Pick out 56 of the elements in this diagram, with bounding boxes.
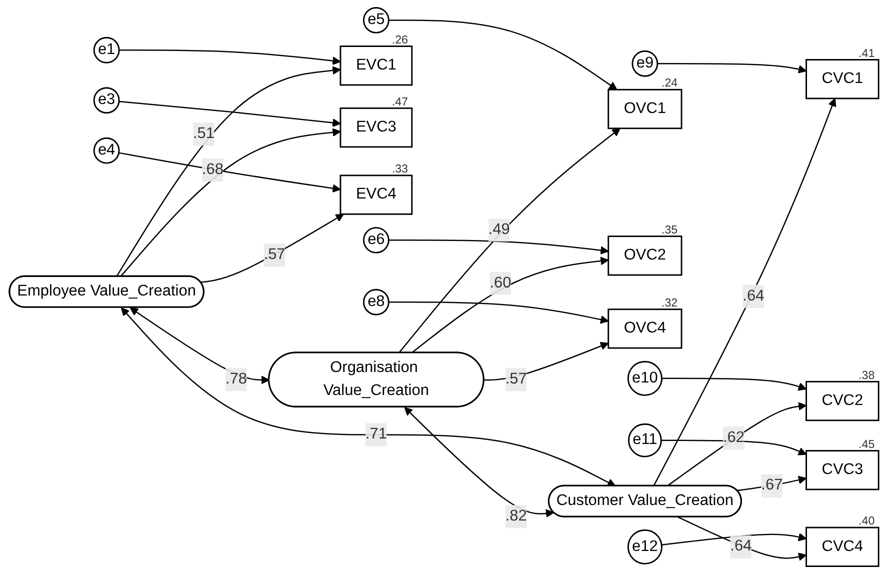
arrow xyxy=(662,532,807,546)
arrow xyxy=(120,307,616,486)
arrow xyxy=(666,402,807,487)
value-label: .33 xyxy=(392,162,408,176)
arrow xyxy=(484,342,609,381)
arrow xyxy=(388,240,609,255)
indicator-box: OVC4 xyxy=(608,308,682,349)
error-term-circle: e1 xyxy=(93,36,120,64)
error-term-circle: e6 xyxy=(362,226,390,254)
value-label: .24 xyxy=(662,76,678,90)
value-label: .26 xyxy=(392,33,408,46)
error-term-circle: e9 xyxy=(632,50,658,77)
indicator-box: EVC3 xyxy=(340,107,413,148)
indicator-box: CVC1 xyxy=(806,59,880,100)
indicator-box: EVC4 xyxy=(340,174,413,215)
indicator-box: CVC3 xyxy=(806,450,880,490)
arrow xyxy=(388,20,618,90)
arrow xyxy=(662,378,807,391)
arrow xyxy=(120,128,341,277)
error-term-circle: e12 xyxy=(627,529,662,564)
arrow xyxy=(130,307,270,384)
latent-variable-ellipse: Employee Value_Creation xyxy=(8,275,204,308)
error-term-circle: e3 xyxy=(93,87,120,114)
error-term-circle: e10 xyxy=(627,360,662,396)
arrow xyxy=(119,50,341,66)
arrow xyxy=(388,301,609,324)
value-label: .32 xyxy=(662,296,678,310)
error-term-circle: e11 xyxy=(628,423,662,458)
indicator-box: CVC4 xyxy=(806,526,880,567)
value-label: .47 xyxy=(392,95,408,108)
arrow xyxy=(116,66,341,277)
indicator-box: EVC1 xyxy=(340,46,413,86)
arrow xyxy=(661,440,807,456)
error-term-circle: e5 xyxy=(362,7,390,34)
arrow xyxy=(118,100,341,127)
arrow xyxy=(736,476,807,492)
value-label: .40 xyxy=(858,514,875,528)
latent-variable-ellipse: Organisation Value_Creation xyxy=(268,352,484,408)
value-label: .35 xyxy=(662,223,678,236)
indicator-box: OVC1 xyxy=(608,88,682,130)
error-term-circle: e4 xyxy=(93,137,120,164)
indicator-box: OVC2 xyxy=(608,236,682,276)
arrow xyxy=(657,62,807,74)
indicator-box: CVC2 xyxy=(806,380,880,422)
value-label: .41 xyxy=(858,46,875,60)
arrow xyxy=(653,98,836,486)
error-term-circle: e8 xyxy=(362,288,390,316)
arrow xyxy=(200,214,344,283)
latent-variable-ellipse: Customer Value_Creation xyxy=(548,484,742,518)
value-label: .45 xyxy=(858,438,875,451)
arrow xyxy=(118,152,341,193)
value-label: .38 xyxy=(858,368,875,382)
arrow xyxy=(404,407,554,518)
arrow xyxy=(678,516,807,561)
arrow xyxy=(411,256,609,354)
arrow xyxy=(398,128,620,354)
